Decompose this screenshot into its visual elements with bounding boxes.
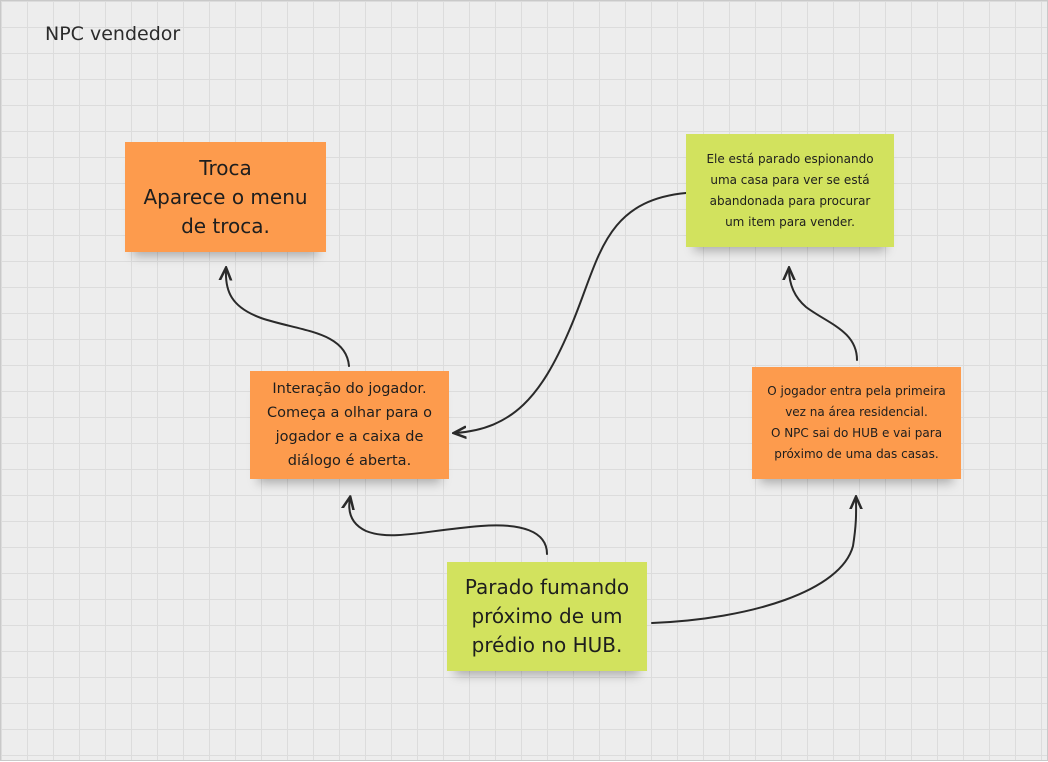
sticky-note-troca-text: Troca Aparece o menu de troca.: [143, 155, 308, 238]
sticky-note-interacao-text: Interação do jogador. Começa a olhar par…: [267, 381, 432, 469]
sticky-note-parado-fumando-text: Parado fumando próximo de um prédio no H…: [464, 575, 630, 657]
sticky-note-interacao[interactable]: Interação do jogador. Começa a olhar par…: [250, 371, 449, 479]
sticky-note-entra-area-text: O jogador entra pela primeira vez na áre…: [767, 384, 946, 461]
sticky-note-troca[interactable]: Troca Aparece o menu de troca.: [125, 142, 326, 252]
sticky-note-entra-area[interactable]: O jogador entra pela primeira vez na áre…: [752, 367, 961, 479]
sticky-note-espionando-text: Ele está parado espionando uma casa para…: [706, 151, 874, 229]
connector-parado-to-entra-area[interactable]: [651, 498, 856, 624]
connector-entra-area-to-espionando[interactable]: [789, 269, 858, 361]
frame-title[interactable]: NPC vendedor: [45, 23, 181, 45]
sticky-note-espionando[interactable]: Ele está parado espionando uma casa para…: [686, 134, 894, 247]
connector-espionando-to-interacao[interactable]: [455, 192, 687, 433]
connector-interacao-to-troca[interactable]: [226, 269, 350, 367]
sticky-note-parado-fumando[interactable]: Parado fumando próximo de um prédio no H…: [447, 562, 647, 671]
connector-parado-to-interacao[interactable]: [349, 498, 548, 555]
